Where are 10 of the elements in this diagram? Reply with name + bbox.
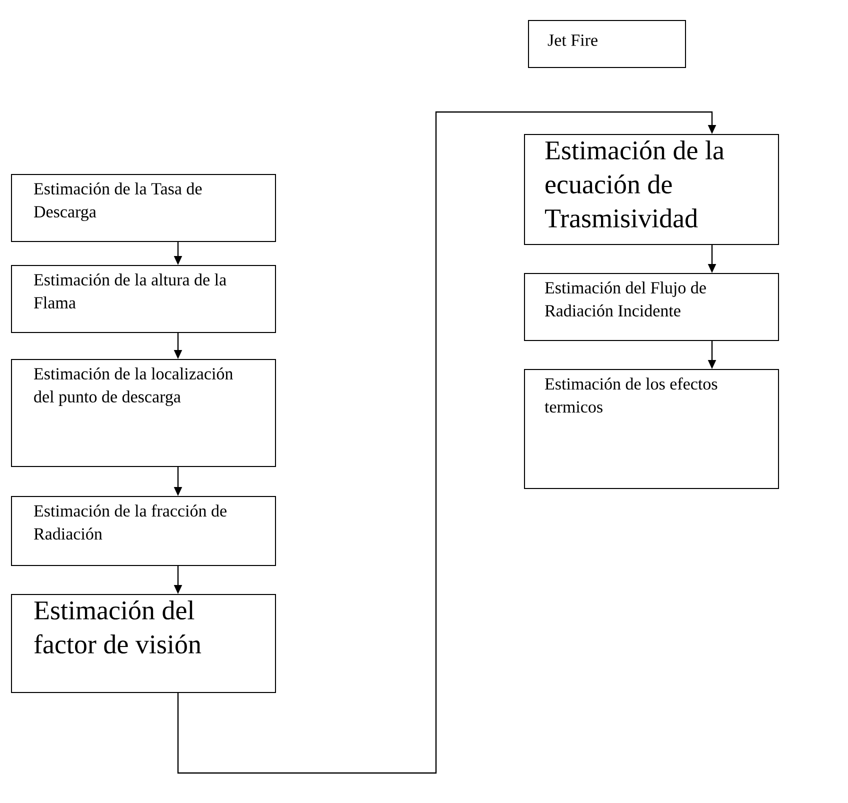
arrow — [177, 111, 716, 774]
process-box: Estimación del factor de visión — [11, 594, 276, 693]
process-box: Estimación de la Tasa de Descarga — [11, 174, 276, 242]
process-box: Estimación del Flujo de Radiación Incidente — [524, 273, 779, 341]
process-box: Estimación de la fracción de Radiación — [11, 496, 276, 566]
process-box: Estimación de la localización del punto de descarga — [11, 359, 276, 467]
process-box: Estimación de la altura de la Flama — [11, 265, 276, 333]
process-box: Estimación de los efectos termicos — [524, 369, 779, 489]
process-box: Jet Fire — [528, 20, 686, 68]
process-box: Estimación de la ecuación de Trasmisividad — [524, 134, 779, 245]
